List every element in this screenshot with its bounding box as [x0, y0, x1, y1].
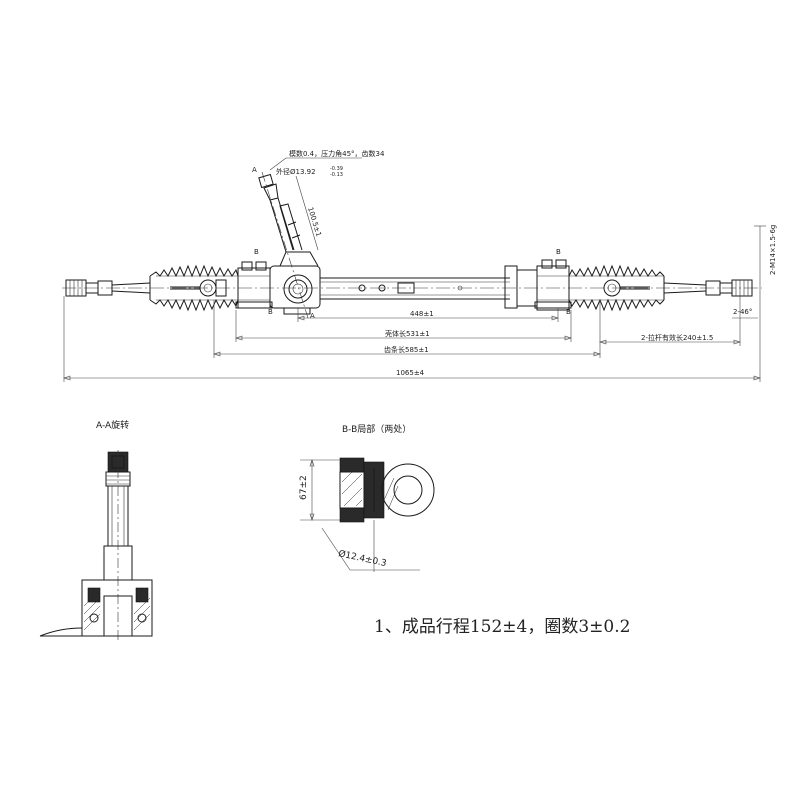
- thread-spec: 2-M14×1.5-6g: [769, 225, 777, 275]
- main-assembly: B B B B A A 模数0.4，压力角45°，齿数34 外径Ø13.92 -…: [62, 149, 777, 382]
- gear-spec-line1: 模数0.4，压力角45°，齿数34: [289, 149, 385, 158]
- view-bb-diameter: Ø12.4±0.3: [337, 548, 387, 569]
- view-bb: B-B局部（两处） 67±2 Ø12.4±0.3: [299, 423, 435, 572]
- dim-tierod: 2-拉杆有效长240±1.5: [641, 333, 713, 342]
- dim-rack: 齿条长585±1: [384, 345, 429, 354]
- dim-448: 448±1: [410, 310, 434, 318]
- gear-tol-lower: -0.13: [330, 172, 343, 178]
- mark-b-left-bottom: B: [268, 308, 273, 316]
- mark-b-left-top: B: [254, 248, 259, 256]
- mark-a-top: A: [252, 166, 257, 174]
- right-tie-rod-end: [663, 279, 753, 297]
- right-mount: [516, 259, 572, 311]
- rack-tube: [320, 265, 518, 309]
- dimension-lines: 448±1 壳体长531±1 齿条长585±1 2-拉杆有效长240±1.5: [63, 296, 761, 382]
- pinion-dim: 100.5±1: [306, 206, 323, 237]
- mark-b-right-bottom: B: [566, 308, 571, 316]
- dim-housing: 壳体长531±1: [385, 329, 430, 338]
- thread-length: 2-46°: [733, 308, 752, 316]
- left-boot: [149, 264, 239, 312]
- note-1: 1、成品行程152±4，圈数3±0.2: [374, 617, 630, 637]
- left-tie-rod-end: [65, 279, 151, 297]
- pinion-housing: [269, 251, 321, 315]
- view-bb-height: 67±2: [299, 475, 309, 500]
- mark-a-bottom: A: [310, 312, 315, 320]
- dim-total: 1065±4: [396, 369, 425, 377]
- input-shaft: [258, 171, 309, 319]
- view-aa: A-A旋转: [39, 419, 153, 640]
- gear-tol-upper: -0.39: [330, 166, 343, 172]
- view-aa-title: A-A旋转: [96, 419, 129, 431]
- left-mount: [235, 261, 273, 309]
- gear-spec-line2: 外径Ø13.92: [276, 167, 316, 176]
- right-boot: [568, 264, 665, 312]
- mark-b-right-top: B: [556, 248, 561, 256]
- view-bb-title: B-B局部（两处）: [342, 423, 411, 435]
